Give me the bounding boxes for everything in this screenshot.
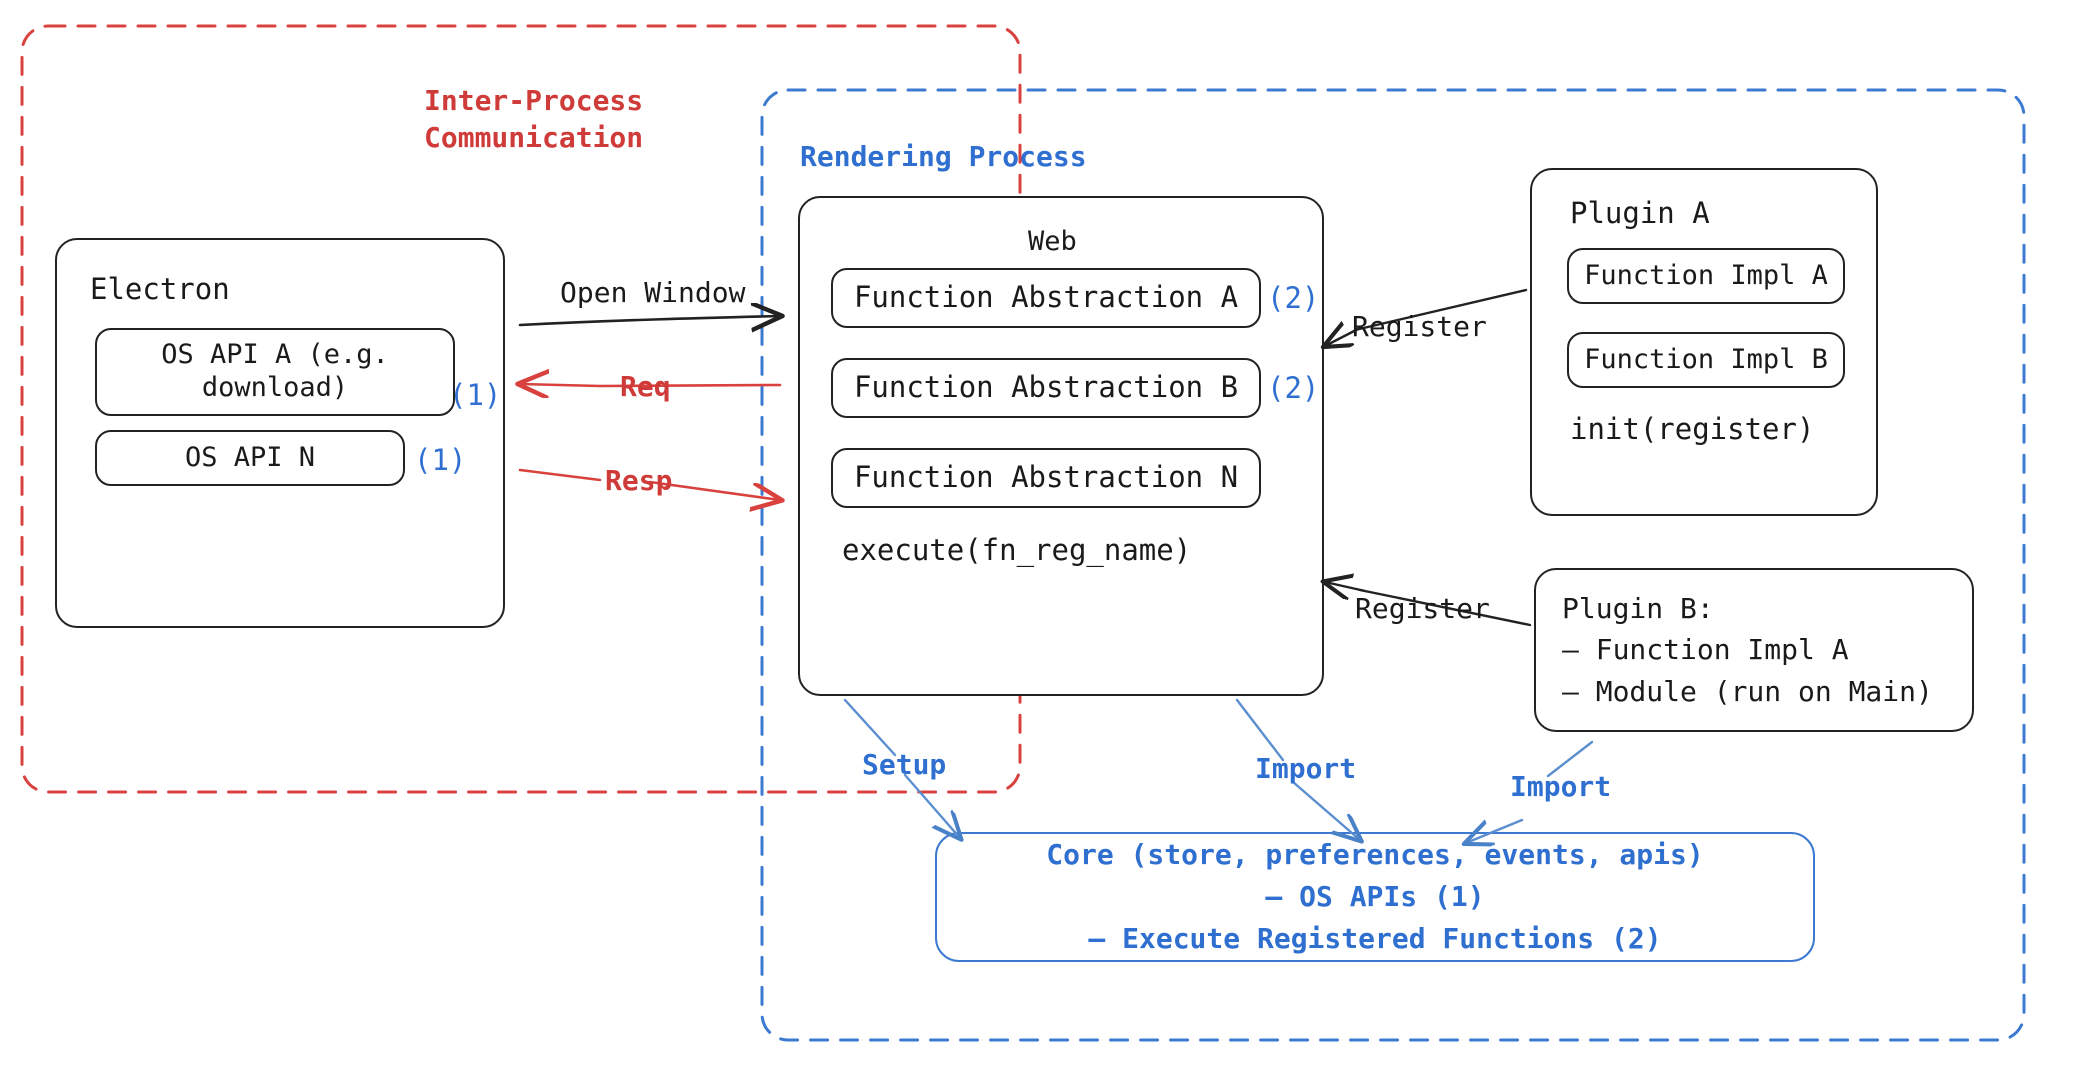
- web-title: Web: [1028, 226, 1077, 257]
- os-api-n-marker: (1): [414, 443, 467, 477]
- plugin-a-title: Plugin A: [1570, 196, 1710, 230]
- core-box: Core (store, preferences, events, apis) …: [935, 832, 1815, 962]
- arrow-register-plugin-b-label: Register: [1355, 592, 1490, 625]
- plugin-b-text: Plugin B: — Function Impl A — Module (ru…: [1562, 591, 1933, 708]
- function-abstraction-b-marker: (2): [1267, 371, 1320, 405]
- function-abstraction-b-box[interactable]: Function Abstraction B: [831, 358, 1261, 418]
- arrow-open-window: [518, 316, 780, 325]
- electron-title: Electron: [90, 272, 230, 306]
- function-abstraction-a-marker: (2): [1267, 281, 1320, 315]
- web-box: Web Function Abstraction A (2) Function …: [798, 196, 1324, 696]
- os-api-n-box[interactable]: OS API N: [95, 430, 405, 486]
- plugin-a-impl-b-box[interactable]: Function Impl B: [1567, 332, 1845, 388]
- plugin-a-impl-a-box[interactable]: Function Impl A: [1567, 248, 1845, 304]
- ipc-container-label: Inter-Process Communication: [424, 84, 644, 155]
- plugin-a-box: Plugin A Function Impl A Function Impl B…: [1530, 168, 1878, 516]
- function-abstraction-n-box[interactable]: Function Abstraction N: [831, 448, 1261, 508]
- os-api-a-marker: (1): [449, 378, 502, 412]
- arrow-resp-label: Resp: [605, 464, 673, 497]
- core-text: Core (store, preferences, events, apis) …: [1046, 838, 1704, 955]
- web-execute-label: execute(fn_reg_name): [842, 533, 1192, 567]
- arrow-register-plugin-a-label: Register: [1352, 310, 1487, 343]
- function-abstraction-a-box[interactable]: Function Abstraction A: [831, 268, 1261, 328]
- plugin-a-init-label: init(register): [1570, 412, 1815, 446]
- arrow-setup-label: Setup: [862, 748, 947, 781]
- arrow-req-label: Req: [620, 370, 671, 403]
- arrow-import-left-label: Import: [1255, 752, 1357, 785]
- rendering-container-label: Rendering Process: [800, 140, 1087, 173]
- os-api-a-box[interactable]: OS API A (e.g. download): [95, 328, 455, 416]
- arrow-open-window-label: Open Window: [560, 276, 746, 309]
- plugin-b-box: Plugin B: — Function Impl A — Module (ru…: [1534, 568, 1974, 732]
- arrow-import-right-label: Import: [1510, 770, 1612, 803]
- electron-box: Electron OS API A (e.g. download) (1) OS…: [55, 238, 505, 628]
